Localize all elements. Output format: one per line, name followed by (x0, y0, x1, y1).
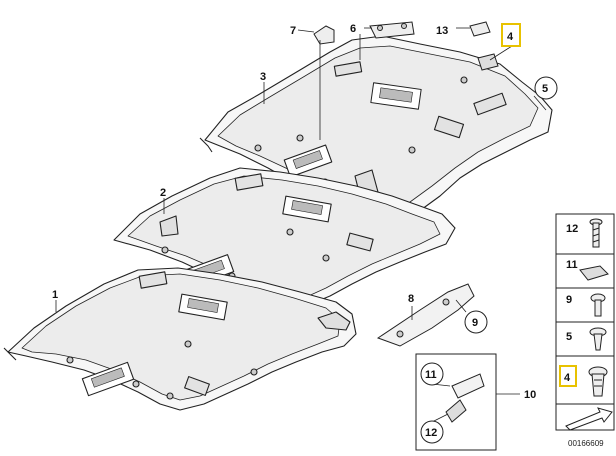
callout-2: 2 (160, 187, 166, 199)
screw-icon (589, 218, 603, 248)
legend-number-11: 11 (566, 259, 578, 271)
callout-7: 7 (290, 25, 296, 37)
adhesive-pad-icon (579, 265, 609, 281)
part-6-bracket (364, 21, 415, 39)
callout-3: 3 (260, 71, 266, 83)
callout-4: 4 (507, 31, 514, 43)
document-number: 00166609 (568, 439, 604, 448)
callout-9: 9 (472, 317, 478, 329)
expanding-rivet-icon (590, 293, 606, 317)
legend-number-4: 4 (564, 372, 571, 384)
callout-10: 10 (524, 389, 536, 401)
callout-11: 11 (425, 369, 437, 381)
callout-13: 13 (436, 25, 448, 37)
leader-lines (55, 34, 547, 423)
headliner-1 (3, 267, 357, 411)
direction-arrow-icon (565, 407, 613, 431)
part-7-clip (297, 25, 335, 45)
clip-icon (588, 366, 608, 397)
callout-5-circle (534, 76, 558, 100)
callout-11-circle (420, 362, 444, 386)
legend-highlight-4 (559, 365, 577, 387)
part-13-clip (456, 21, 491, 37)
legend-number-5: 5 (566, 331, 572, 343)
part-8-bracket (376, 283, 475, 347)
callout-6: 6 (350, 23, 356, 35)
callout-4-highlight (501, 23, 521, 47)
callout-1: 1 (52, 289, 58, 301)
callout-8: 8 (408, 293, 414, 305)
legend-number-9: 9 (566, 294, 572, 306)
callout-9-circle (464, 310, 488, 334)
callout-5: 5 (542, 83, 548, 95)
callout-12-circle (420, 420, 444, 444)
callouts: 1 2 3 7 6 13 4 5 8 9 11 12 10 (52, 23, 558, 444)
legend-number-12: 12 (566, 223, 578, 235)
headliner-2 (113, 167, 456, 311)
push-clip-icon (589, 327, 607, 351)
callout-12: 12 (425, 427, 437, 439)
fastener-legend: 12 11 9 5 4 (555, 213, 615, 431)
